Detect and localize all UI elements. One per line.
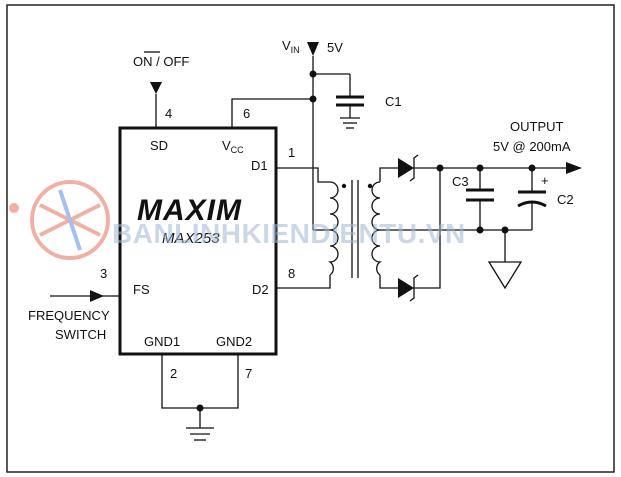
- c2-plus: +: [541, 173, 549, 188]
- maxim-logo: MAXIM: [137, 194, 242, 227]
- d1-wire: [276, 167, 330, 183]
- diagram-frame: [6, 4, 615, 473]
- output-ground-symbol: [487, 261, 523, 290]
- watermark-logo: [9, 180, 110, 260]
- ground-junction-c3: [476, 226, 484, 234]
- output-arrow: [566, 162, 582, 174]
- diode-bottom: [398, 278, 414, 298]
- c1-label: C1: [385, 94, 402, 109]
- pin-sd-label: SD: [150, 138, 168, 153]
- secondary-bottom-wire: [379, 275, 398, 289]
- pin-1-number: 1: [288, 145, 295, 160]
- watermark-text: BANLINHKIENDIENTU.VN: [112, 218, 466, 249]
- transformer-primary: [327, 181, 339, 276]
- switch-label: SWITCH: [55, 327, 106, 342]
- sd-input-arrow: [150, 82, 162, 94]
- on-off-label: ON / OFF: [133, 54, 189, 69]
- frequency-label: FREQUENCY: [28, 308, 110, 323]
- pin-vcc-label: VCC: [222, 138, 244, 155]
- ic-body: [118, 126, 278, 356]
- pin-6-number: 6: [243, 106, 250, 121]
- vin-value: 5V: [327, 40, 343, 55]
- pin-d1-label: D1: [251, 158, 268, 173]
- pin-8-number: 8: [288, 266, 295, 281]
- pin-7-number: 7: [245, 366, 252, 381]
- output-label: OUTPUT: [510, 119, 564, 134]
- pin-4-number: 4: [165, 106, 172, 121]
- pin-fs-label: FS: [133, 282, 150, 297]
- d2-wire: [276, 275, 331, 289]
- pin-2-number: 2: [170, 366, 177, 381]
- diode-bottom-out: [414, 168, 441, 289]
- pin-3-number: 3: [100, 266, 107, 281]
- secondary-dot: [367, 183, 373, 189]
- transformer-secondary: [371, 181, 383, 276]
- pin-d2-label: D2: [252, 282, 269, 297]
- c3-label: C3: [452, 174, 469, 189]
- pin-gnd1-label: GND1: [144, 334, 180, 349]
- vin-label: VIN: [282, 38, 300, 55]
- output-spec: 5V @ 200mA: [493, 139, 571, 154]
- vcc-wire: [231, 98, 313, 128]
- diode-top: [398, 158, 414, 178]
- gnd-wire: [161, 354, 239, 409]
- pin-gnd2-label: GND2: [216, 334, 252, 349]
- vin-arrow: [307, 42, 319, 56]
- c2-label: C2: [557, 192, 574, 207]
- secondary-top-wire: [379, 167, 398, 182]
- part-number: MAX253: [162, 230, 220, 247]
- primary-dot: [341, 183, 347, 189]
